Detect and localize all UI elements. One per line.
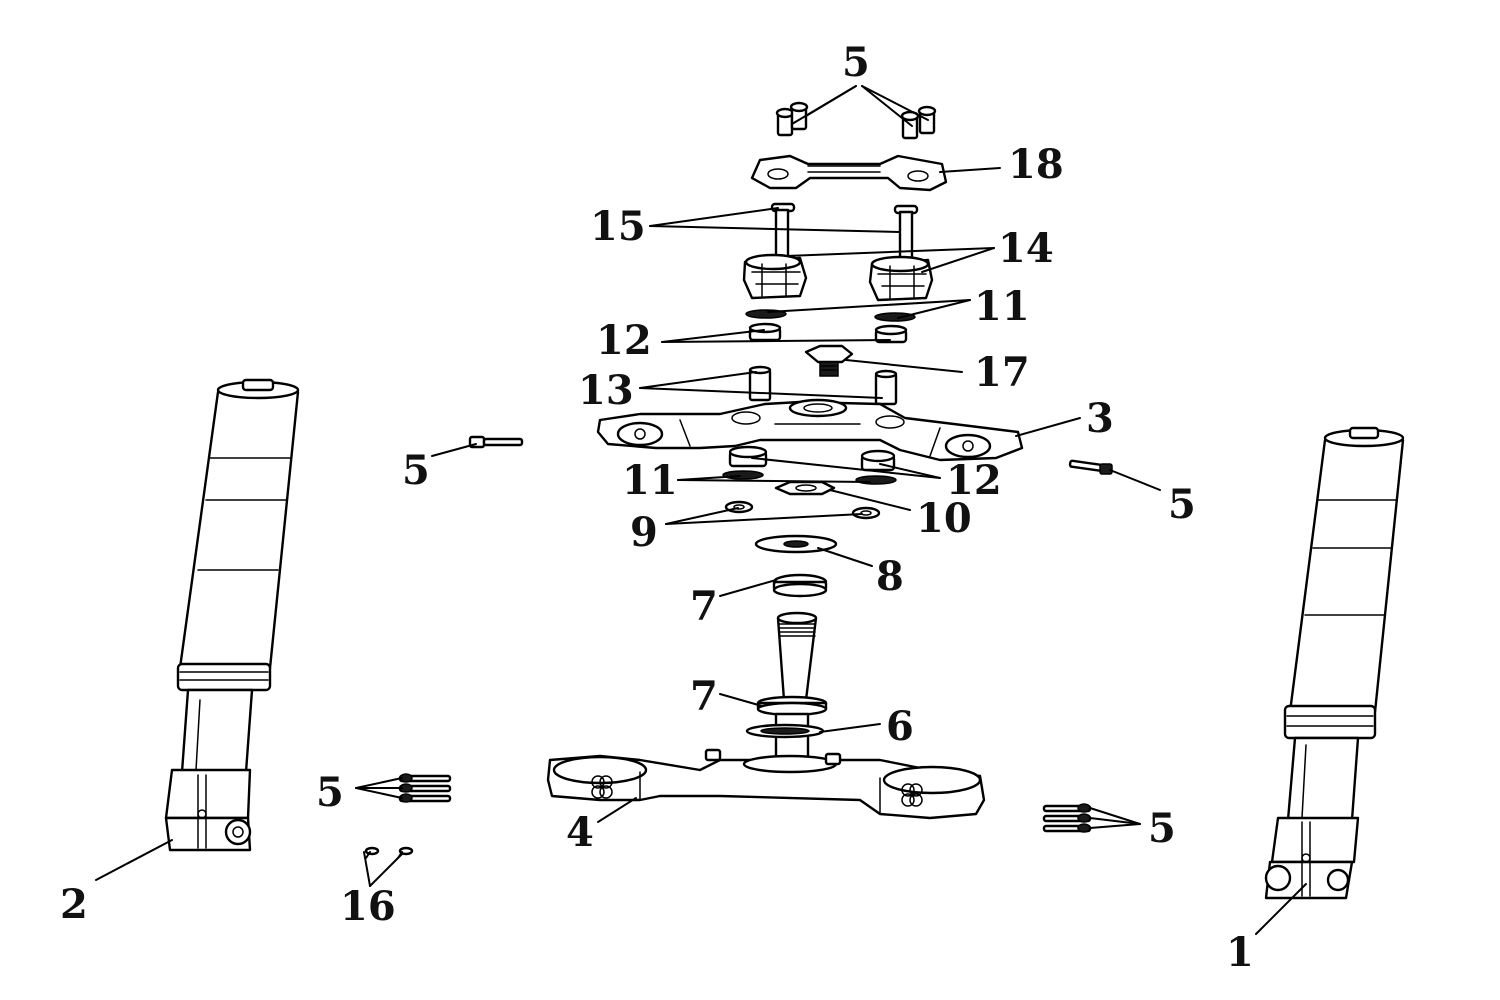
long-bolts bbox=[770, 202, 919, 262]
upper-triple-clamp bbox=[596, 398, 1024, 462]
callout-15: 15 bbox=[590, 203, 646, 250]
callout-7-upper: 7 bbox=[690, 583, 718, 630]
callout-9: 9 bbox=[630, 509, 658, 556]
callout-5-top: 5 bbox=[842, 39, 870, 86]
callout-16: 16 bbox=[340, 883, 396, 930]
top-bolts bbox=[775, 101, 937, 140]
steering-stem-nut bbox=[804, 344, 854, 377]
fork-leg-right bbox=[1264, 426, 1405, 900]
dust-cover-and-bearing bbox=[754, 534, 838, 598]
side-bolt-right bbox=[1068, 459, 1113, 475]
callout-11-lower: 11 bbox=[622, 457, 678, 504]
callout-18: 18 bbox=[1008, 141, 1064, 188]
callout-labels: 5 18 15 14 11 12 17 13 3 5 11 12 5 10 9 … bbox=[60, 39, 1254, 976]
leader-lines bbox=[95, 85, 1307, 935]
small-screws bbox=[364, 846, 414, 859]
clamp-bolts-right bbox=[1042, 803, 1092, 833]
callout-1: 1 bbox=[1226, 929, 1254, 976]
callout-17: 17 bbox=[974, 349, 1030, 396]
handlebar-upper-clamp bbox=[750, 154, 948, 192]
callout-10: 10 bbox=[916, 495, 972, 542]
steering-stem bbox=[745, 611, 828, 764]
callout-2: 2 bbox=[60, 881, 88, 928]
side-bolt-left bbox=[468, 435, 524, 449]
fork-leg-left bbox=[164, 378, 300, 852]
callout-6: 6 bbox=[886, 703, 914, 750]
callout-12-upper: 12 bbox=[596, 317, 652, 364]
upper-washers-bushings bbox=[745, 309, 916, 344]
callout-7-lower: 7 bbox=[690, 673, 718, 720]
handlebar-lower-clamps bbox=[742, 253, 934, 302]
callout-5-right-side: 5 bbox=[1168, 481, 1196, 528]
callout-4: 4 bbox=[566, 809, 594, 856]
callout-12-lower: 12 bbox=[946, 457, 1002, 504]
clamp-bolts-left bbox=[398, 773, 452, 803]
callout-13: 13 bbox=[578, 367, 634, 414]
callout-5-left-clamp: 5 bbox=[316, 769, 344, 816]
callout-8: 8 bbox=[876, 553, 904, 600]
callout-5-left-side: 5 bbox=[402, 447, 430, 494]
callout-14: 14 bbox=[998, 225, 1054, 272]
callout-5-right-clamp: 5 bbox=[1148, 805, 1176, 852]
lower-triple-clamp bbox=[546, 748, 986, 820]
callout-3: 3 bbox=[1086, 395, 1114, 442]
callout-11-upper: 11 bbox=[974, 283, 1030, 330]
